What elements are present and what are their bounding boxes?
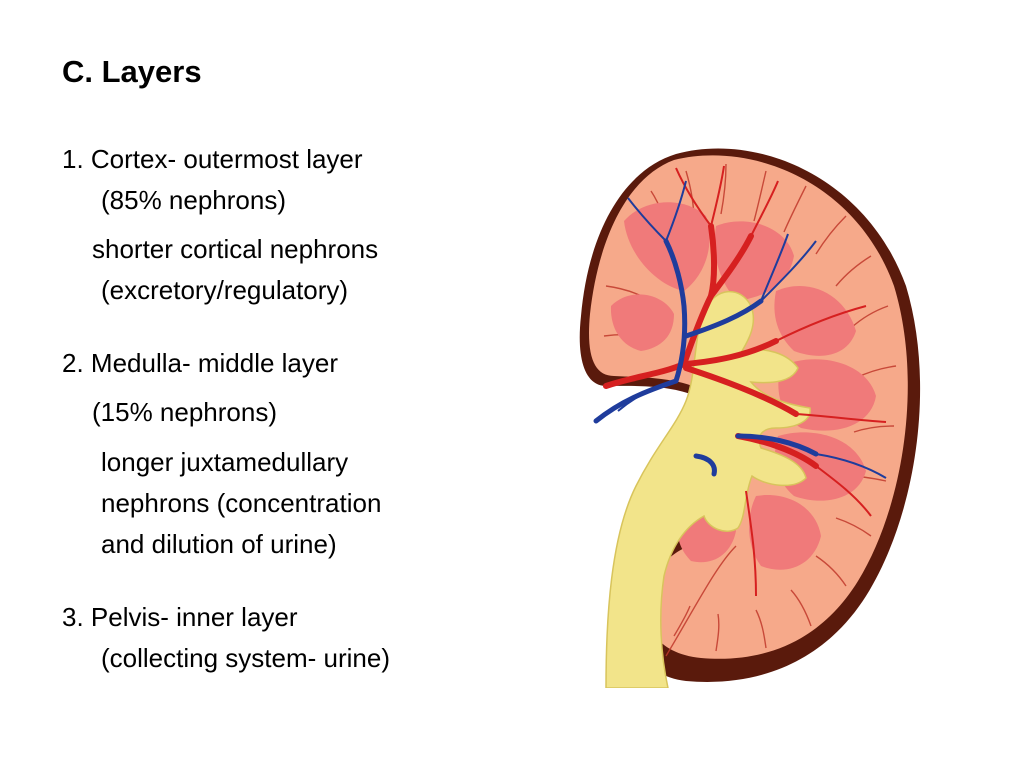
cortex-function: (excretory/regulatory) xyxy=(101,275,349,305)
cortex-heading: 1. Cortex- outermost layer xyxy=(62,144,363,174)
medulla-percent: (15% nephrons) xyxy=(92,397,277,427)
cortex-percent: (85% nephrons) xyxy=(101,185,286,215)
medulla-function-1: nephrons (concentration xyxy=(101,488,382,518)
medulla-nephron-type: longer juxtamedullary xyxy=(101,447,349,477)
renal-arteries xyxy=(603,223,819,469)
renal-veins xyxy=(593,238,819,477)
cortex-nephron-type: shorter cortical nephrons xyxy=(92,234,379,264)
renal-pelvis xyxy=(605,290,811,688)
medulla-heading: 2. Medulla- middle layer xyxy=(62,348,339,378)
cortex-arterioles xyxy=(675,165,887,597)
slide-title: C. Layers xyxy=(62,54,202,89)
pelvis-heading: 3. Pelvis- inner layer xyxy=(62,602,298,632)
kidney-illustration xyxy=(566,136,934,688)
medulla-function-2: and dilution of urine) xyxy=(101,529,337,559)
pelvis-function: (collecting system- urine) xyxy=(101,643,390,673)
medullary-pyramids xyxy=(610,202,876,570)
cortex-venules xyxy=(617,180,887,479)
